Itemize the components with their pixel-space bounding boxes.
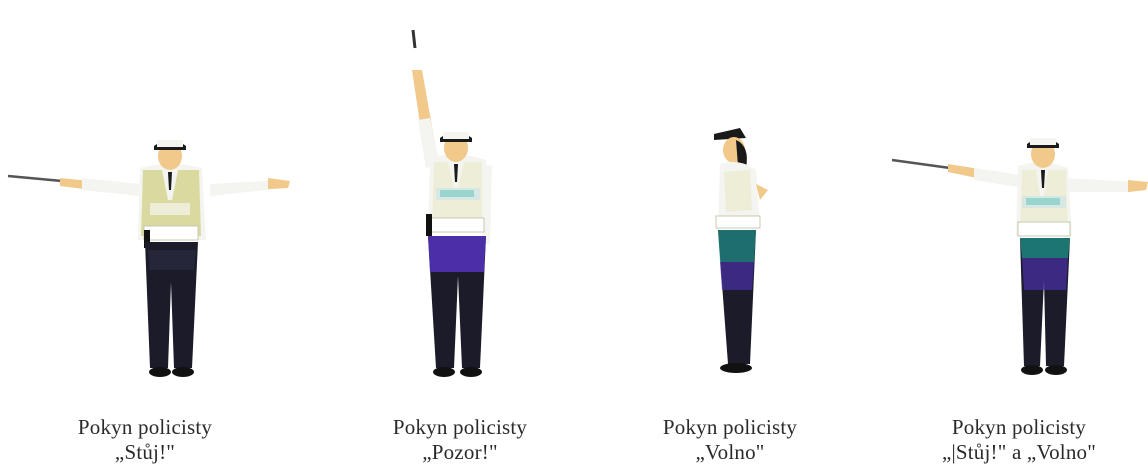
- caption-title: Pokyn policisty: [0, 415, 290, 440]
- caption: Pokyn policisty „|Stůj!" a „Volno": [890, 415, 1148, 465]
- caption: Pokyn policisty „Stůj!": [0, 415, 290, 465]
- caption-signal: „Pozor!": [340, 440, 580, 465]
- police-signal-panel-attention: Pokyn policisty „Pozor!": [340, 0, 580, 470]
- policeman-figure-free: [610, 0, 850, 400]
- caption-signal: „Stůj!": [0, 440, 290, 465]
- police-signal-panel-stop: Pokyn policisty „Stůj!": [0, 0, 290, 470]
- caption: Pokyn policisty „Volno": [610, 415, 850, 465]
- caption-signal: „Volno": [610, 440, 850, 465]
- policeman-figure-stop: [0, 0, 290, 400]
- police-signal-panel-stop-and-free: Pokyn policisty „|Stůj!" a „Volno": [890, 0, 1148, 470]
- caption-title: Pokyn policisty: [610, 415, 850, 440]
- caption-signal: „|Stůj!" a „Volno": [890, 440, 1148, 465]
- caption-title: Pokyn policisty: [340, 415, 580, 440]
- caption: Pokyn policisty „Pozor!": [340, 415, 580, 465]
- baton-icon: [892, 160, 950, 168]
- baton-icon: [413, 30, 415, 48]
- caption-title: Pokyn policisty: [890, 415, 1148, 440]
- policeman-figure-attention: [340, 0, 580, 400]
- police-signal-panel-free: Pokyn policisty „Volno": [610, 0, 850, 470]
- policeman-figure-stop-and-free: [890, 0, 1148, 400]
- baton-icon: [8, 176, 62, 181]
